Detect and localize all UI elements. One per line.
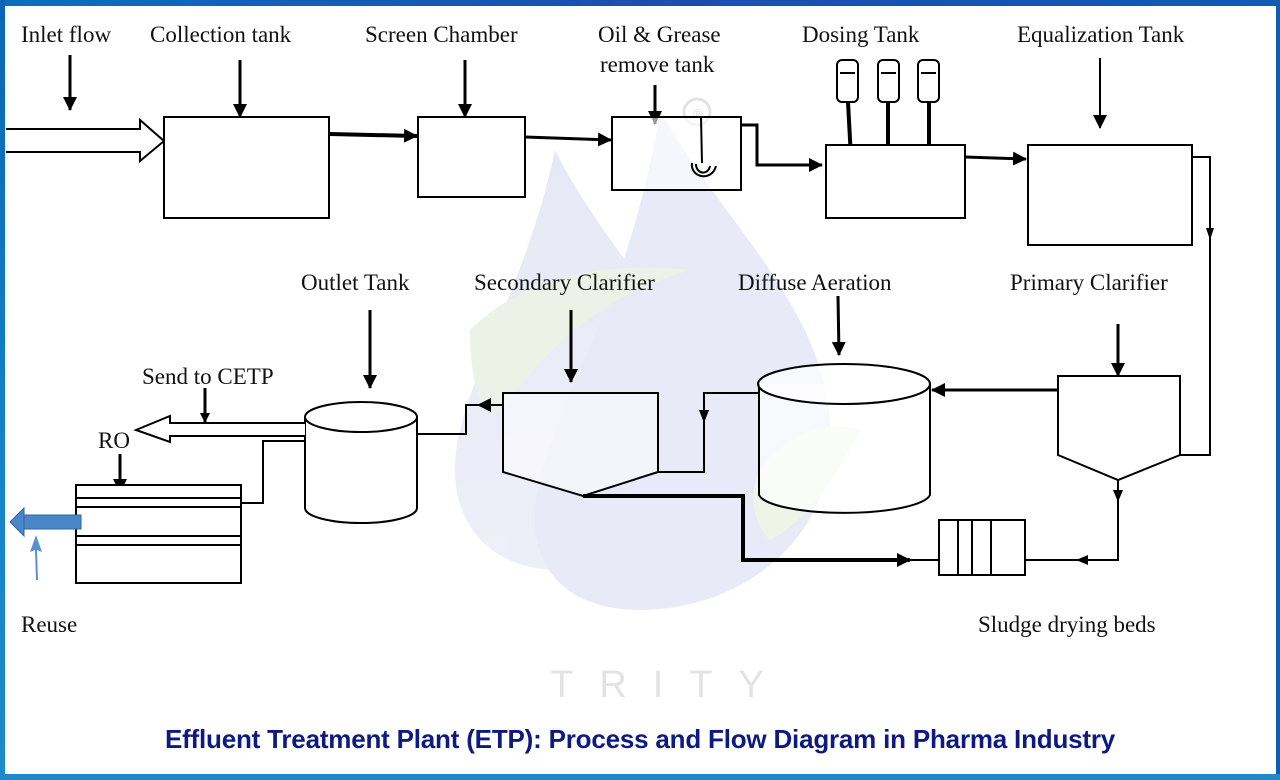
- dosing-bottle-icon: [836, 59, 859, 103]
- dosing-tank-box: [825, 144, 966, 219]
- label-equalization-tank: Equalization Tank: [1017, 22, 1185, 47]
- arrow-diffuse-aeration: [831, 295, 846, 356]
- collection-tank-box: [163, 116, 330, 219]
- pipe-screen-to-oil: [524, 132, 612, 147]
- send-to-cetp-pipe: [133, 414, 305, 444]
- arrow-aeration-down: [699, 410, 709, 423]
- dosing-bottles: [836, 59, 940, 103]
- label-diffuse-aeration: Diffuse Aeration: [738, 270, 892, 295]
- diffuse-aeration-tank: [757, 363, 931, 514]
- label-secondary-clarifier: Secondary Clarifier: [474, 270, 655, 295]
- arrow-primary-sludge-left: [1076, 555, 1088, 565]
- pipe-dosing-to-equalization: [964, 151, 1027, 166]
- label-inlet-flow: Inlet flow: [21, 22, 111, 47]
- equalization-tank-box: [1027, 144, 1193, 246]
- watermark-brand: TRITY: [550, 664, 790, 706]
- dosing-bottle-icon: [917, 59, 940, 103]
- pipe-equalization-to-primary: [1178, 156, 1211, 456]
- label-oil-grease-line1: Oil & Grease: [598, 22, 721, 47]
- label-send-to-cetp: Send to CETP: [142, 364, 274, 389]
- inlet-pipe-arrow: [6, 117, 166, 164]
- pipe-secondary-to-outlet: [418, 404, 478, 435]
- pipe-primary-to-sludge: [1076, 480, 1119, 561]
- label-oil-grease-line2: remove tank: [600, 52, 715, 77]
- pipe-aeration-to-secondary: [658, 392, 759, 473]
- sludge-drying-beds: [938, 519, 1026, 576]
- label-ro: RO: [98, 428, 130, 453]
- oil-grease-tank-box: [611, 116, 742, 191]
- secondary-clarifier-shape: [502, 392, 659, 498]
- pipe-secondary-to-sludge: [583, 494, 911, 567]
- primary-clarifier-shape: [1057, 375, 1181, 482]
- label-collection-tank: Collection tank: [150, 22, 292, 47]
- frame-bottom-border: [0, 774, 1280, 780]
- reuse-up-arrow-icon: [30, 535, 42, 580]
- frame-left-border: [0, 0, 5, 780]
- arrow-primary-sludge-down: [1113, 490, 1123, 502]
- label-dosing-tank: Dosing Tank: [802, 22, 920, 47]
- diagram-title: Effluent Treatment Plant (ETP): Process …: [164, 724, 1116, 754]
- label-reuse: Reuse: [21, 612, 77, 637]
- pipe-oil-to-dosing: [741, 123, 823, 172]
- label-sludge-drying-beds: Sludge drying beds: [978, 612, 1156, 637]
- outlet-tank: [304, 401, 418, 524]
- pipe-collection-to-screen: [329, 128, 418, 143]
- label-outlet-tank: Outlet Tank: [301, 270, 410, 295]
- pipe-outlet-to-ro: [241, 440, 305, 504]
- screen-chamber-box: [417, 116, 526, 198]
- ro-unit: [75, 484, 242, 584]
- reuse-outflow-arrow-icon: [9, 506, 82, 538]
- registered-mark: ®: [693, 106, 703, 121]
- arrow-equalization-down: [1206, 228, 1214, 240]
- label-screen-chamber: Screen Chamber: [365, 22, 518, 47]
- dosing-bottle-icon: [877, 59, 900, 103]
- skimmer-icon: [690, 116, 717, 178]
- label-primary-clarifier: Primary Clarifier: [1010, 270, 1168, 295]
